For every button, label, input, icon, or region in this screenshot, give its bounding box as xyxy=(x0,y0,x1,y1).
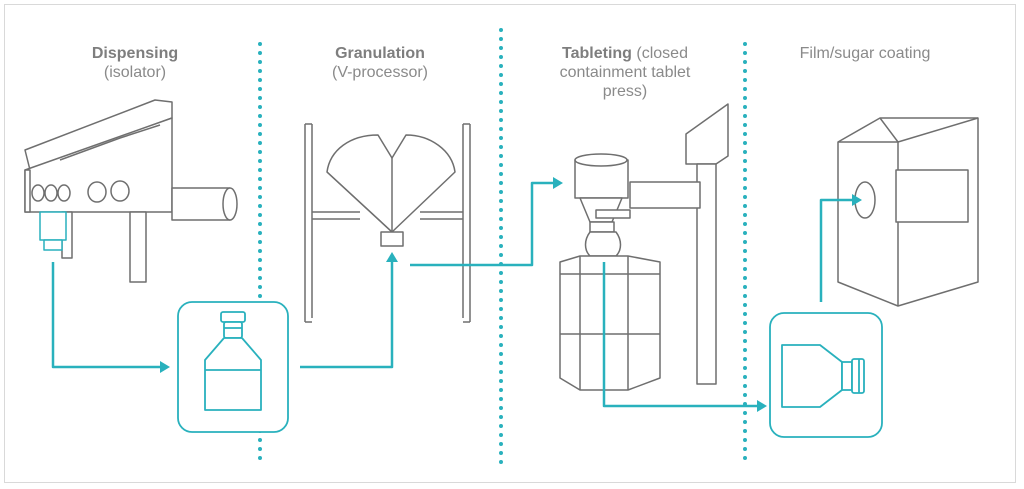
arrow-dispense-to-container xyxy=(51,262,160,369)
stage-detail: press) xyxy=(602,83,648,100)
stage-title-tableting: Tableting (closed containment tablet pre… xyxy=(525,44,725,101)
stage-detail: (isolator) xyxy=(103,64,167,81)
isolator-icon xyxy=(24,99,238,283)
arrowhead xyxy=(757,400,767,412)
arrow-container-to-granulation xyxy=(300,262,394,369)
coating-pan-icon xyxy=(837,117,979,307)
arrow-tableting-to-container xyxy=(602,262,757,408)
stage-detail: (closed xyxy=(636,45,688,62)
arrowheads xyxy=(160,177,862,412)
flow-arrows xyxy=(51,181,852,408)
stage-name: Tableting xyxy=(562,45,632,62)
arrowhead xyxy=(160,361,170,373)
arrowhead xyxy=(553,177,563,189)
stage-name: Granulation xyxy=(335,45,425,62)
v-blender-icon xyxy=(304,123,471,323)
container-icon xyxy=(177,301,289,433)
stage-title-granulation: Granulation (V-processor) xyxy=(305,44,455,82)
container-icon-2 xyxy=(769,312,883,438)
arrowhead xyxy=(852,194,862,206)
stage-separators xyxy=(258,28,747,468)
arrow-container-to-coating xyxy=(819,198,852,302)
arrowhead xyxy=(386,252,398,262)
stage-detail: (V-processor) xyxy=(331,64,429,81)
stage-detail: containment tablet xyxy=(559,64,691,81)
arrow-granulation-to-tableting xyxy=(410,181,553,267)
stage-name: Dispensing xyxy=(91,45,179,62)
stage-title-coating: Film/sugar coating xyxy=(770,44,960,63)
stage-detail: Film/sugar coating xyxy=(799,45,931,62)
stage-title-dispensing: Dispensing (isolator) xyxy=(60,44,210,82)
tablet-press-icon xyxy=(559,103,729,391)
